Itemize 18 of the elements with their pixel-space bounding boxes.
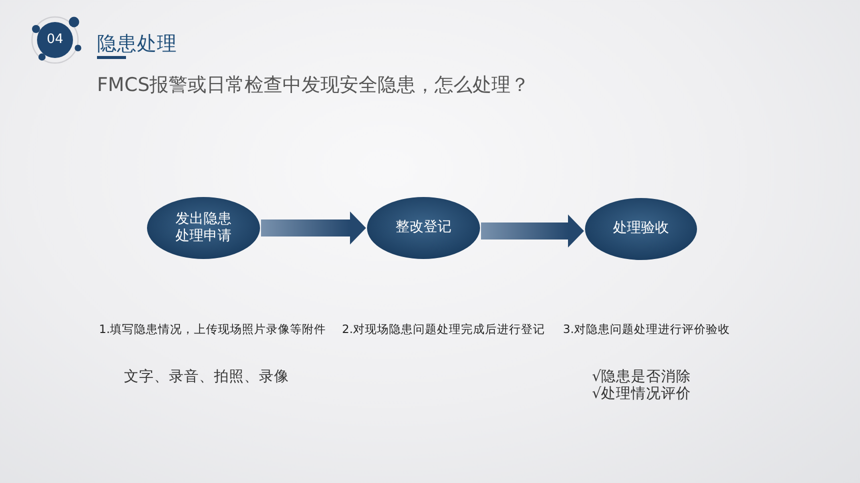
check-item: √处理情况评价 bbox=[592, 386, 692, 404]
section-title: 隐患处理 bbox=[97, 32, 177, 56]
subtitle-question: FMCS报警或日常检查中发现安全隐患，怎么处理？ bbox=[97, 74, 530, 97]
node-text: 整改登记 bbox=[396, 219, 452, 237]
number-badge bbox=[37, 22, 73, 58]
check-item: √隐患是否消除 bbox=[592, 369, 692, 386]
step-description: 3.对隐患问题处理进行评价验收 bbox=[563, 323, 730, 337]
block-arrow bbox=[481, 214, 584, 248]
media-types-note: 文字、录音、拍照、录像 bbox=[124, 369, 289, 386]
step-description: 1.填写隐患情况，上传现场照片录像等附件 bbox=[99, 323, 326, 337]
process-ellipse bbox=[147, 197, 260, 259]
process-ellipse bbox=[367, 197, 480, 259]
node-text: 发出隐患处理申请 bbox=[174, 210, 232, 246]
block-arrow bbox=[261, 212, 366, 244]
section-number: 04 bbox=[46, 32, 64, 48]
step-description: 2.对现场隐患问题处理完成后进行登记 bbox=[342, 323, 545, 337]
process-ellipse bbox=[585, 198, 697, 260]
node-text: 处理验收 bbox=[613, 220, 669, 238]
